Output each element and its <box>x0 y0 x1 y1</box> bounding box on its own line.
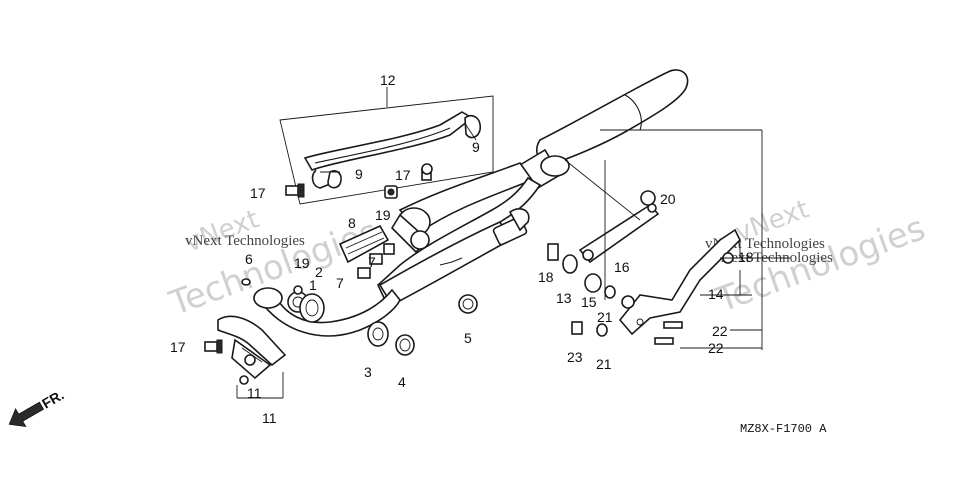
ring-3 <box>367 321 389 347</box>
bolt-17-upper-right <box>421 163 433 181</box>
callout-20: 20 <box>660 191 676 207</box>
callout-7-b: 7 <box>368 254 376 270</box>
callout-18-right: 18 <box>738 249 754 265</box>
heat-shield-lower <box>217 315 287 399</box>
callout-9-left: 9 <box>355 166 363 182</box>
nut-19-upper <box>384 185 398 199</box>
callout-4: 4 <box>398 374 406 390</box>
callout-14: 14 <box>708 286 724 302</box>
front-label: FR. <box>39 387 67 412</box>
leader-lines <box>320 124 790 350</box>
nut-20 <box>640 190 656 206</box>
callout-23: 23 <box>567 349 583 365</box>
bolt-23 <box>571 321 583 335</box>
grommet-7-b <box>369 253 383 265</box>
callout-1: 1 <box>309 277 317 293</box>
washer-21-b <box>596 323 608 337</box>
bracket-15 <box>578 203 660 264</box>
muffler <box>518 69 689 190</box>
callout-6: 6 <box>245 251 253 267</box>
callout-18-mid: 18 <box>538 269 554 285</box>
heat-shield-upper <box>279 87 494 205</box>
callout-16: 15 <box>581 294 597 310</box>
bolt-22-a <box>663 321 683 329</box>
washer-6 <box>241 278 251 286</box>
callout-19-lower: 19 <box>294 255 310 271</box>
callout-15: 16 <box>614 259 630 275</box>
bolt-22-b <box>654 337 674 345</box>
callout-21-b: 21 <box>596 356 612 372</box>
callout-17-upper-right: 17 <box>395 167 411 183</box>
exhaust-pipe-upper <box>390 162 534 254</box>
exhaust-pipe-lower <box>377 176 542 307</box>
collar-13 <box>562 254 578 274</box>
callout-22-a: 22 <box>712 323 728 339</box>
bolt-17-lower <box>204 339 223 354</box>
callout-7-a: 7 <box>336 275 344 291</box>
diagram-code: MZ8X-F1700 A <box>740 422 827 436</box>
heat-shield-8 <box>338 224 390 264</box>
callout-2: 2 <box>315 264 323 280</box>
grommet-7-a <box>357 267 371 279</box>
front-direction-indicator: FR. <box>8 387 67 428</box>
grommet-7-c <box>383 243 395 255</box>
watermark-small-left: vNext Technologies <box>185 233 305 249</box>
callout-3: 3 <box>364 364 372 380</box>
callout-19-upper: 19 <box>375 207 391 223</box>
callout-8: 8 <box>348 215 356 231</box>
callout-11: 11 <box>262 410 277 426</box>
washer-21-a <box>604 285 616 299</box>
nut-19-lower <box>293 285 303 295</box>
front-arrow-icon <box>8 401 45 428</box>
callout-9-top: 9 <box>472 139 480 155</box>
callout-12: 12 <box>380 72 396 88</box>
callout-10: 11 <box>247 385 262 401</box>
bolt-18-mid <box>547 243 559 261</box>
callout-13: 13 <box>556 290 572 306</box>
callout-5: 5 <box>464 330 472 346</box>
bolt-17-upper-left <box>285 183 305 198</box>
grommet-16 <box>584 273 602 293</box>
ring-4 <box>395 334 415 356</box>
joint-flange-2 <box>299 293 325 323</box>
ring-5 <box>458 294 478 314</box>
callout-22-b: 22 <box>708 340 724 356</box>
bracket-14 <box>618 228 741 336</box>
callouts: 12 9 9 17 17 19 8 7 7 6 19 2 1 17 11 11 … <box>170 72 754 426</box>
callout-21-a: 21 <box>597 309 613 325</box>
callout-17-lower: 17 <box>170 339 186 355</box>
callout-17-upper-left: 17 <box>250 185 266 201</box>
